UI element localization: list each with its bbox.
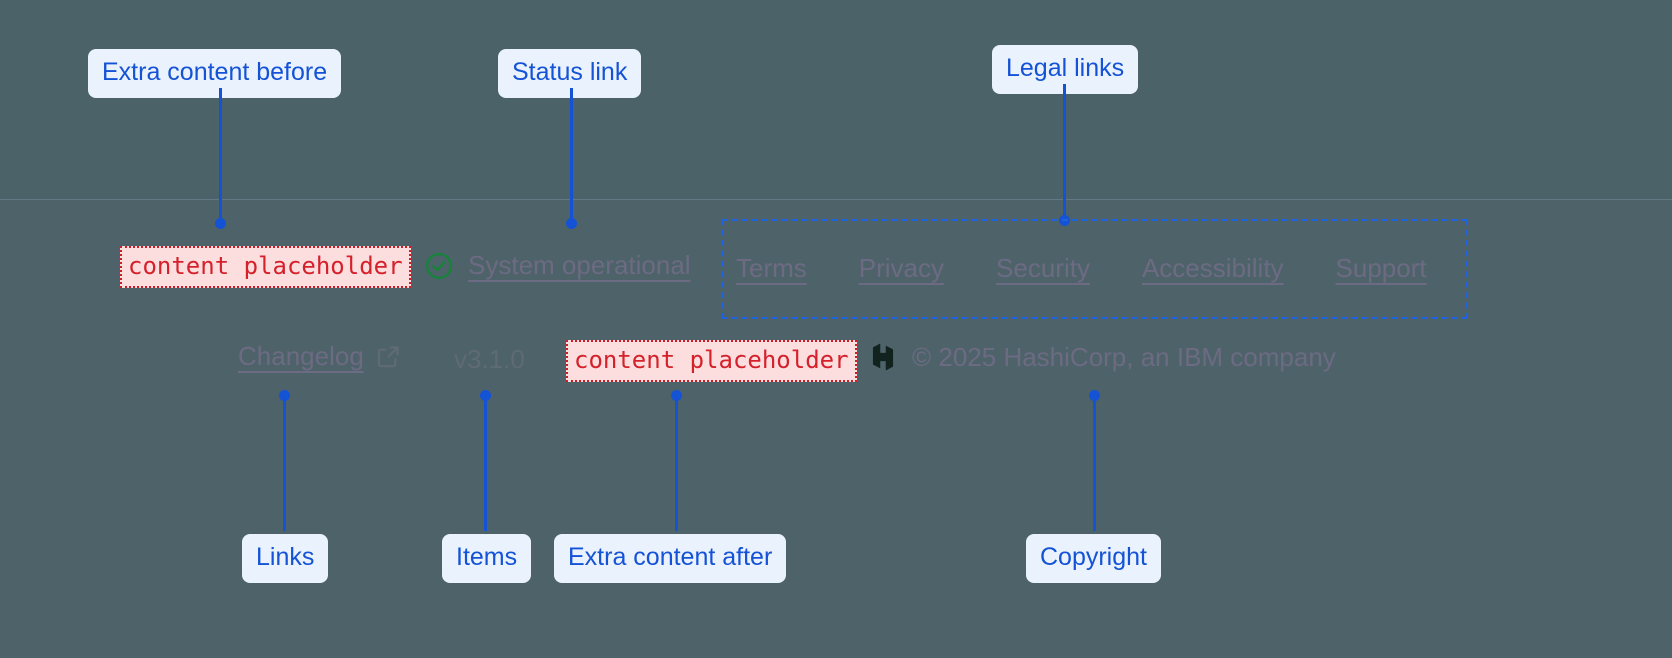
annotation-chip-extra-content-after: Extra content after [554,534,787,583]
annotation-dot-copyright [1089,390,1100,401]
legal-link-security[interactable]: Security [996,253,1090,283]
annotation-chip-copyright: Copyright [1026,534,1161,583]
legal-links-group: Terms Privacy Security Accessibility Sup… [736,253,1427,284]
copyright-group: © 2025 HashiCorp, an IBM company [868,341,1336,373]
annotation-leader-copyright [1093,396,1096,531]
legal-link-privacy[interactable]: Privacy [858,253,945,283]
annotation-dot-extra-content-after [671,390,682,401]
legal-link-terms[interactable]: Terms [736,253,807,283]
footer-top-divider [0,199,1672,200]
version-text: v3.1.0 [454,344,525,374]
annotation-leader-items [484,396,487,531]
check-circle-icon [424,251,454,281]
status-link-group[interactable]: System operational [424,250,691,281]
legal-link-accessibility[interactable]: Accessibility [1141,253,1284,283]
legal-link-support[interactable]: Support [1335,253,1427,283]
annotation-chip-links: Links [242,534,329,583]
changelog-group[interactable]: Changelog [238,341,402,372]
annotation-leader-links [283,396,286,531]
annotation-dot-status-link [566,218,577,229]
content-placeholder-before: content placeholder [120,246,411,289]
external-link-icon [375,343,402,370]
annotation-chip-extra-content-before: Extra content before [88,49,342,98]
changelog-link[interactable]: Changelog [238,341,364,371]
annotation-chip-items: Items [442,534,532,583]
annotation-leader-extra-content-before [219,88,222,222]
annotation-dot-items [480,390,491,401]
annotation-chip-legal-links: Legal links [992,45,1139,94]
annotation-leader-status-link [570,88,573,222]
legal-links-highlight-box [722,219,1468,319]
hashicorp-logo [868,341,898,373]
copyright-text: © 2025 HashiCorp, an IBM company [912,341,1336,372]
annotation-chip-status-link: Status link [498,49,642,98]
annotation-leader-extra-content-after [675,396,678,531]
annotation-dot-links [279,390,290,401]
annotation-dot-extra-content-before [215,218,226,229]
annotation-leader-legal-links [1063,84,1066,218]
content-placeholder-after: content placeholder [566,340,857,383]
system-operational-link[interactable]: System operational [468,250,691,280]
background-upper-band [0,0,1672,200]
